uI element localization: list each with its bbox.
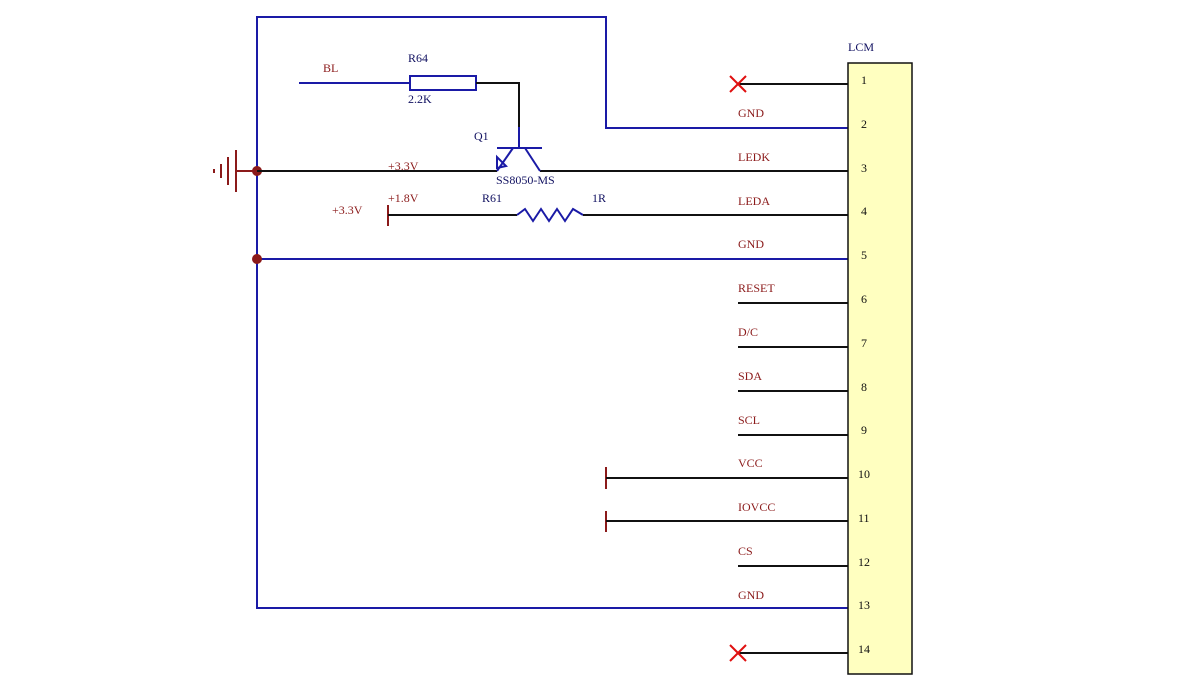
pin-number: 7 xyxy=(861,336,867,350)
bl-net-label: BL xyxy=(323,61,338,75)
pin-number: 12 xyxy=(858,555,870,569)
no-connect-pin1 xyxy=(729,75,747,93)
lcm-connector-body xyxy=(847,62,913,675)
q1-ref-label: Q1 xyxy=(474,129,489,143)
q1-part-label: SS8050-MS xyxy=(496,173,555,187)
pin-number: 4 xyxy=(861,204,867,218)
lcm-connector-name: LCM xyxy=(848,40,874,54)
pin-number: 2 xyxy=(861,117,867,131)
pin-net-label: IOVCC xyxy=(738,500,775,514)
pin-net-label: GND xyxy=(738,237,764,251)
pin-net-label: GND xyxy=(738,588,764,602)
ground-symbol xyxy=(213,150,257,192)
pin-net-label: LEDA xyxy=(738,194,770,208)
p18-net-label: +1.8V xyxy=(388,191,419,205)
pin-net-label: SDA xyxy=(738,369,762,383)
pin-net-label: SCL xyxy=(738,413,760,427)
pin-net-label: D/C xyxy=(738,325,758,339)
pin-number: 10 xyxy=(858,467,870,481)
pin-number: 13 xyxy=(858,598,870,612)
r61-value-label: 1R xyxy=(592,191,606,205)
pin-net-label: CS xyxy=(738,544,753,558)
pin-number: 6 xyxy=(861,292,867,306)
q1-transistor xyxy=(496,127,542,172)
r61-ref-label: R61 xyxy=(482,191,502,205)
pin-number: 8 xyxy=(861,380,867,394)
junction-dot-mid xyxy=(252,254,262,264)
pin-number: 5 xyxy=(861,248,867,262)
pin-net-label: RESET xyxy=(738,281,775,295)
r64-to-base-wire xyxy=(476,82,520,127)
pin-net-label: LEDK xyxy=(738,150,770,164)
pin-number: 3 xyxy=(861,161,867,175)
p33-net-label: +3.3V xyxy=(332,203,363,217)
pin-number: 14 xyxy=(858,642,870,656)
pin-number: 9 xyxy=(861,423,867,437)
r61-resistor xyxy=(516,207,584,223)
gnd-loop-wire xyxy=(256,16,848,609)
pin-number: 1 xyxy=(861,73,867,87)
no-connect-pin14 xyxy=(729,644,747,662)
pin-number: 11 xyxy=(858,511,870,525)
r64-resistor xyxy=(409,75,477,91)
pin-net-label: GND xyxy=(738,106,764,120)
r64-value-label: 2.2K xyxy=(408,92,432,106)
p33-net-label: +3.3V xyxy=(388,159,419,173)
r64-ref-label: R64 xyxy=(408,51,428,65)
pin-net-label: VCC xyxy=(738,456,763,470)
